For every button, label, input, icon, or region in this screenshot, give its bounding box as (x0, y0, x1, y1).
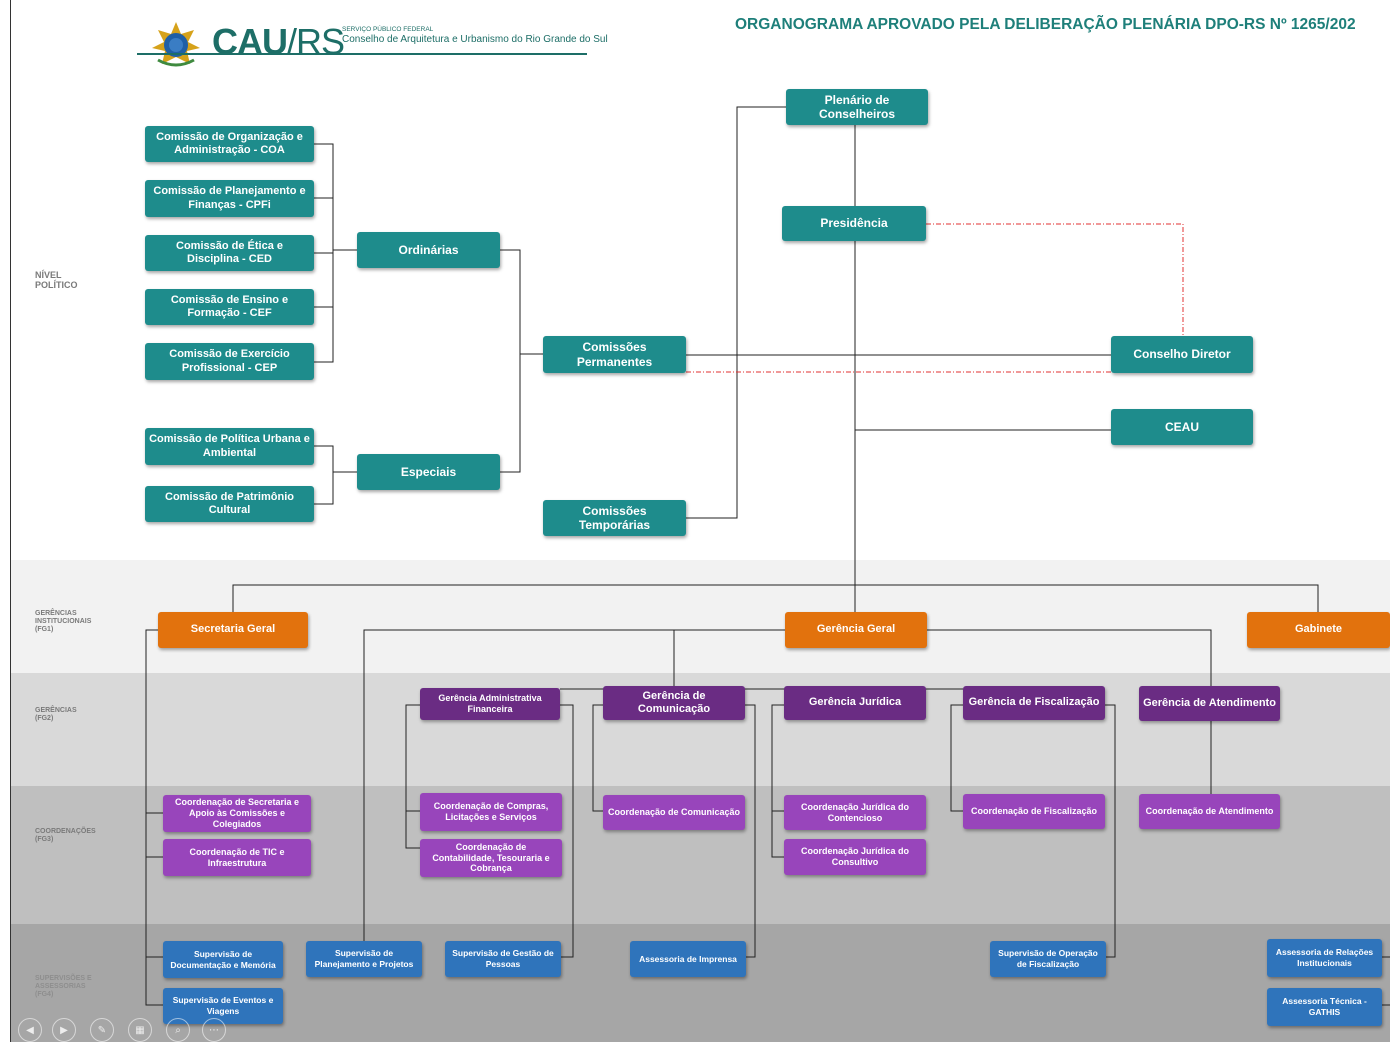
node-ger-adm: Gerência Administrativa Financeira (420, 688, 560, 720)
logo-main: CAU (212, 21, 288, 62)
node-sup-doc: Supervisão de Documentação e Memória (163, 941, 283, 978)
logo-wordmark: CAU/RS (212, 21, 345, 63)
node-ass-rel: Assessoria de Relações Institucionais (1267, 939, 1382, 977)
node-coord-contab: Coordenação de Contabilidade, Tesouraria… (420, 839, 562, 877)
node-cpc: Comissão de Patrimônio Cultural (145, 486, 314, 522)
node-sup-planej: Supervisão de Planejamento e Projetos (306, 941, 422, 977)
node-temporarias: Comissões Temporárias (543, 500, 686, 536)
node-cef: Comissão de Ensino e Formação - CEF (145, 289, 314, 325)
node-coord-jur-cont: Coordenação Jurídica do Contencioso (784, 795, 926, 830)
node-ced: Comissão de Ética e Disciplina - CED (145, 235, 314, 271)
level-label-politico: NÍVEL POLÍTICO (35, 270, 78, 291)
node-coord-jur-cons: Coordenação Jurídica do Consultivo (784, 839, 926, 875)
node-permanentes: Comissões Permanentes (543, 336, 686, 373)
node-sup-oper: Supervisão de Operação de Fiscalização (990, 941, 1106, 977)
logo-subtitle-1: SERVIÇO PÚBLICO FEDERAL (342, 26, 434, 33)
node-sup-eventos: Supervisão de Eventos e Viagens (163, 988, 283, 1024)
logo-underline (137, 53, 587, 55)
node-gerencia-geral: Gerência Geral (785, 612, 927, 648)
page-title: ORGANOGRAMA APROVADO PELA DELIBERAÇÃO PL… (735, 16, 1356, 33)
node-ass-imprensa: Assessoria de Imprensa (630, 941, 746, 977)
node-coord-com: Coordenação de Comunicação (603, 795, 745, 830)
left-border (10, 0, 11, 1042)
level-label-fg4: SUPERVISÕES E ASSESSORIAS (FG4) (35, 975, 92, 999)
previous-icon[interactable]: ◀ (18, 1018, 42, 1042)
level-label-fg2: GERÊNCIAS (FG2) (35, 707, 77, 723)
node-gabinete: Gabinete (1247, 612, 1390, 648)
node-ass-gathis: Assessoria Técnica - GATHIS (1267, 988, 1382, 1026)
pen-icon[interactable]: ✎ (90, 1018, 114, 1042)
more-icon[interactable]: ⋯ (202, 1018, 226, 1042)
node-coord-fisc: Coordenação de Fiscalização (963, 794, 1105, 829)
node-ordinarias: Ordinárias (357, 232, 500, 268)
logo-rs: /RS (287, 21, 345, 62)
node-ceau: CEAU (1111, 409, 1253, 445)
node-cpua: Comissão de Política Urbana e Ambiental (145, 428, 314, 465)
node-ger-jur: Gerência Jurídica (784, 686, 926, 720)
slides-icon[interactable]: ▦ (128, 1018, 152, 1042)
node-coa: Comissão de Organização e Administração … (145, 126, 314, 162)
node-cpfi: Comissão de Planejamento e Finanças - CP… (145, 180, 314, 217)
node-presidencia: Presidência (782, 206, 926, 241)
level-label-fg3: COORDENAÇÕES (FG3) (35, 828, 96, 844)
node-especiais: Especiais (357, 454, 500, 490)
node-ger-atend: Gerência de Atendimento (1139, 686, 1280, 721)
node-ger-com: Gerência de Comunicação (603, 686, 745, 720)
brasao-emblem-icon (152, 22, 200, 67)
node-secretaria-geral: Secretaria Geral (158, 612, 308, 648)
node-coord-tic: Coordenação de TIC e Infraestrutura (163, 839, 311, 876)
node-sup-pessoas: Supervisão de Gestão de Pessoas (445, 941, 561, 977)
node-coord-atend: Coordenação de Atendimento (1139, 794, 1280, 829)
node-conselho-diretor: Conselho Diretor (1111, 336, 1253, 373)
level-label-fg1: GERÊNCIAS INSTITUCIONAIS (FG1) (35, 610, 92, 634)
zoom-icon[interactable]: ⌕ (166, 1018, 190, 1042)
node-coord-sec: Coordenação de Secretaria e Apoio às Com… (163, 795, 311, 832)
next-icon[interactable]: ▶ (52, 1018, 76, 1042)
node-plenario: Plenário de Conselheiros (786, 89, 928, 125)
node-ger-fisc: Gerência de Fiscalização (963, 686, 1105, 720)
logo-subtitle-2: Conselho de Arquitetura e Urbanismo do R… (342, 34, 608, 45)
node-cep: Comissão de Exercício Profissional - CEP (145, 343, 314, 380)
node-coord-compras: Coordenação de Compras, Licitações e Ser… (420, 793, 562, 831)
